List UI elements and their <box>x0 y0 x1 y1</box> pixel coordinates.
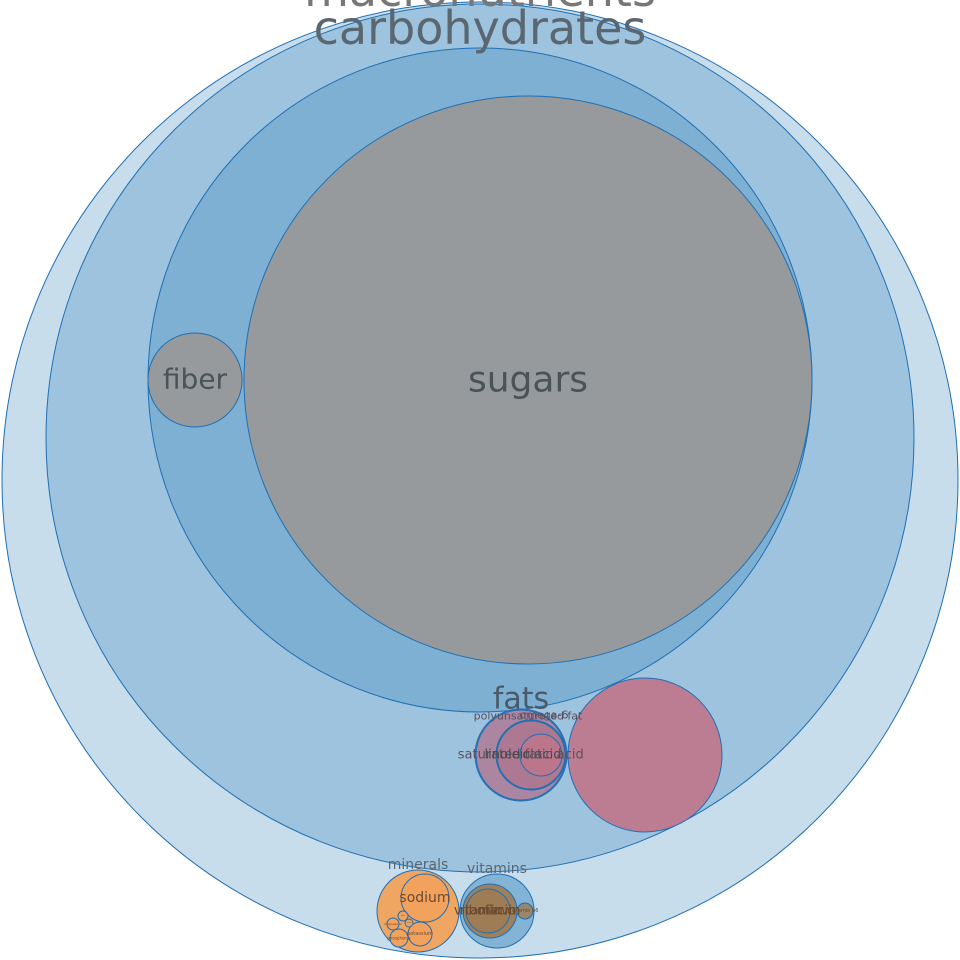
sodium-label: sodium <box>399 890 450 906</box>
linoleic-acid-label: linoleic acid <box>485 748 562 763</box>
sodium-circle <box>400 873 450 923</box>
vitamin-b6-label: vitamin b6 <box>512 908 539 914</box>
fiber-circle <box>147 332 243 428</box>
minerals-label: minerals <box>388 857 449 873</box>
magnesium-circle <box>386 917 400 931</box>
potassium-circle <box>407 921 433 947</box>
zinc-circle <box>397 910 409 922</box>
niacin-label: niacin <box>478 904 517 919</box>
potassium-label: potassium <box>407 931 433 937</box>
fats-label: fats <box>493 682 549 717</box>
omega-6-label: omega-6 <box>520 709 569 722</box>
vitamin-c-label: vitamin c <box>454 904 514 919</box>
oleic-acid-label: oleic acid <box>522 748 583 763</box>
phosphorus-label: phosphorus <box>387 936 410 941</box>
magnesium-label: magnesium <box>384 922 402 926</box>
iron-label: iron <box>407 921 412 924</box>
macronutrients-label: macronutrients <box>304 0 656 17</box>
monounsaturated-fat-circle <box>567 677 723 833</box>
sugars-label: sugars <box>468 360 588 401</box>
vitamin-b6-circle <box>516 902 534 920</box>
vitamins-label: vitamins <box>467 861 527 877</box>
polyunsaturated-fat-label: polyunsaturated fat <box>474 710 583 723</box>
carbohydrates-label: carbohydrates <box>314 1 647 55</box>
oleic-acid-circle <box>519 733 563 777</box>
riboflavin-circle <box>465 888 511 934</box>
phosphorus-circle <box>389 928 409 948</box>
sugars-circle <box>243 95 813 665</box>
label-layer: macronutrientscarbohydrates sugars fiber fa… <box>163 0 656 941</box>
saturated-fat-label: saturated fat <box>458 748 543 763</box>
riboflavin-label: riboflavin <box>460 904 521 919</box>
iron-circle <box>404 918 414 928</box>
fiber-label: fiber <box>163 363 228 396</box>
zinc-label: zinc <box>401 915 405 917</box>
